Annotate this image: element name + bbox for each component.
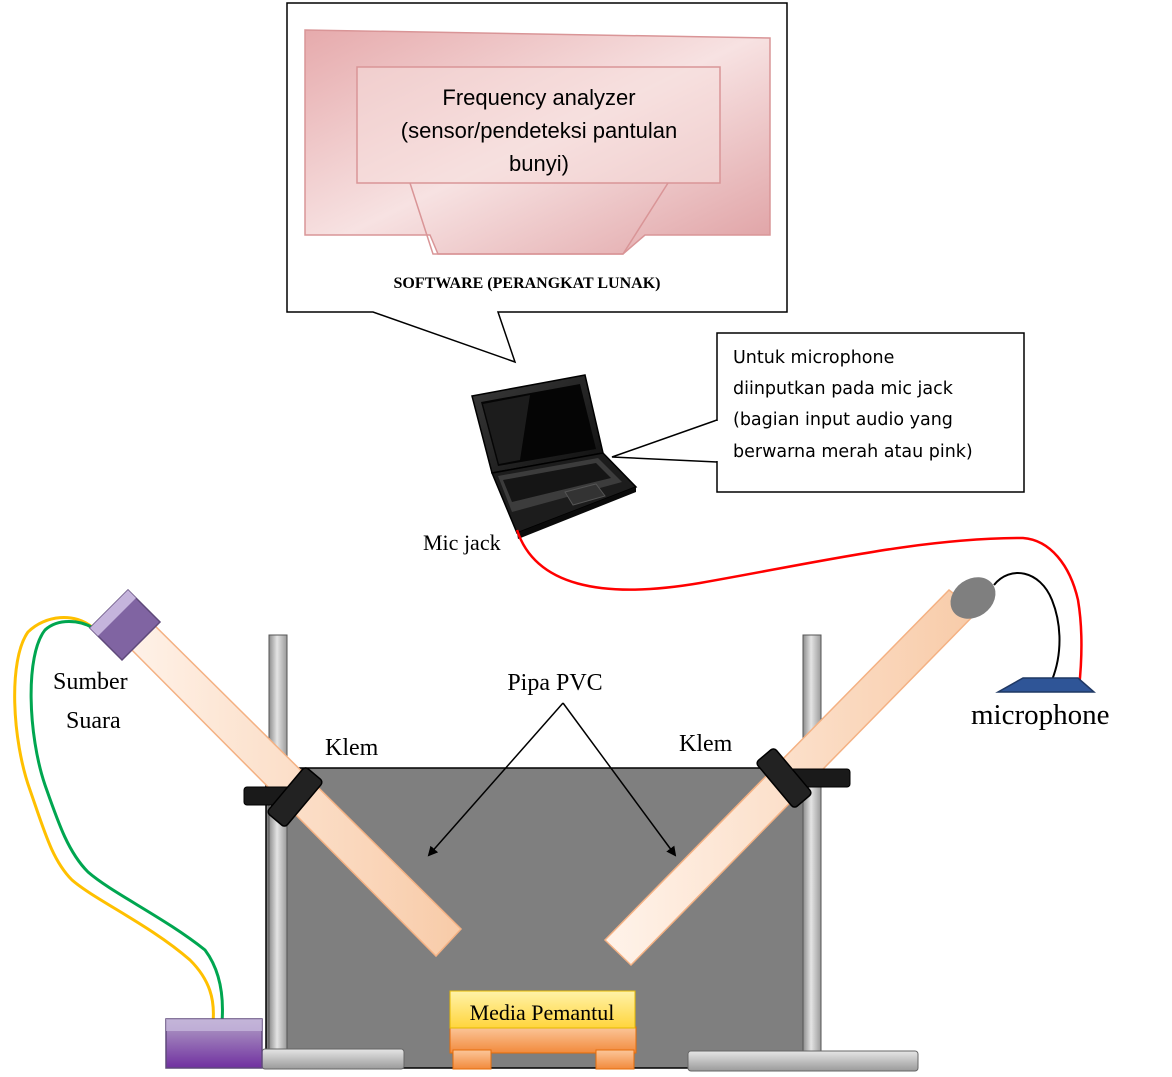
pvc-arrow-right: [562, 702, 677, 857]
left-stand-base: [261, 1048, 405, 1070]
reflector-base: [449, 1026, 637, 1054]
clamp-left-label: Klem: [325, 735, 379, 761]
analyzer-line-2: (sensor/pendeteksi pantulan: [401, 118, 677, 143]
right-stand-base: [687, 1050, 919, 1072]
pvc-arrow-left: [427, 702, 564, 857]
reflector-media: Media Pemantul: [449, 990, 637, 1070]
analyzer-line-3: bunyi): [509, 151, 569, 176]
software-callout: Frequency analyzer (sensor/pendeteksi pa…: [286, 2, 788, 364]
audio-cable: [515, 529, 1083, 689]
reflector-foot-right: [595, 1049, 635, 1070]
mic-note-box: [716, 332, 1025, 493]
mic-note-callout: Untuk microphone diinputkan pada mic jac…: [611, 332, 1025, 493]
microphone-base-icon: [995, 677, 1096, 693]
mic-jack-label: Mic jack: [423, 530, 501, 555]
left-stand-rod: [268, 634, 288, 1054]
sound-source-cable-yellow: [13, 615, 215, 1023]
software-caption: SOFTWARE (PERANGKAT LUNAK): [394, 275, 661, 292]
microphone-label: microphone: [971, 699, 1110, 731]
mic-note-pointer: [611, 419, 718, 463]
reflector-label: Media Pemantul: [470, 1000, 615, 1025]
panel-tab-outline: [409, 182, 669, 255]
reflector-foot-left: [452, 1049, 492, 1070]
frequency-analyzer-box: [356, 66, 721, 184]
sound-source-speaker: [88, 588, 162, 662]
right-clamp: [756, 748, 851, 808]
sound-source-label-line-1: Sumber: [53, 669, 128, 695]
mic-note-line-2: diinputkan pada mic jack: [733, 379, 954, 399]
signal-generator-box: [165, 1018, 263, 1069]
left-clamp: [243, 767, 323, 827]
mic-note-line-1: Untuk microphone: [733, 348, 894, 368]
analyzer-line-1: Frequency analyzer: [442, 85, 635, 110]
right-stand-rod: [802, 634, 822, 1054]
pvc-pipe-label: Pipa PVC: [507, 670, 602, 696]
mic-note-line-4: berwarna merah atau pink): [733, 442, 973, 462]
sound-source-cable-green: [29, 620, 224, 1023]
sound-source-label-line-2: Suara: [66, 708, 121, 734]
clamp-right-label: Klem: [679, 731, 733, 757]
mic-note-line-3: (bagian input audio yang: [733, 410, 953, 430]
reflector-label-plate: [449, 990, 636, 1029]
microphone-head: [950, 577, 996, 619]
laptop-icon: [471, 374, 638, 539]
microphone-cable: [993, 572, 1061, 681]
